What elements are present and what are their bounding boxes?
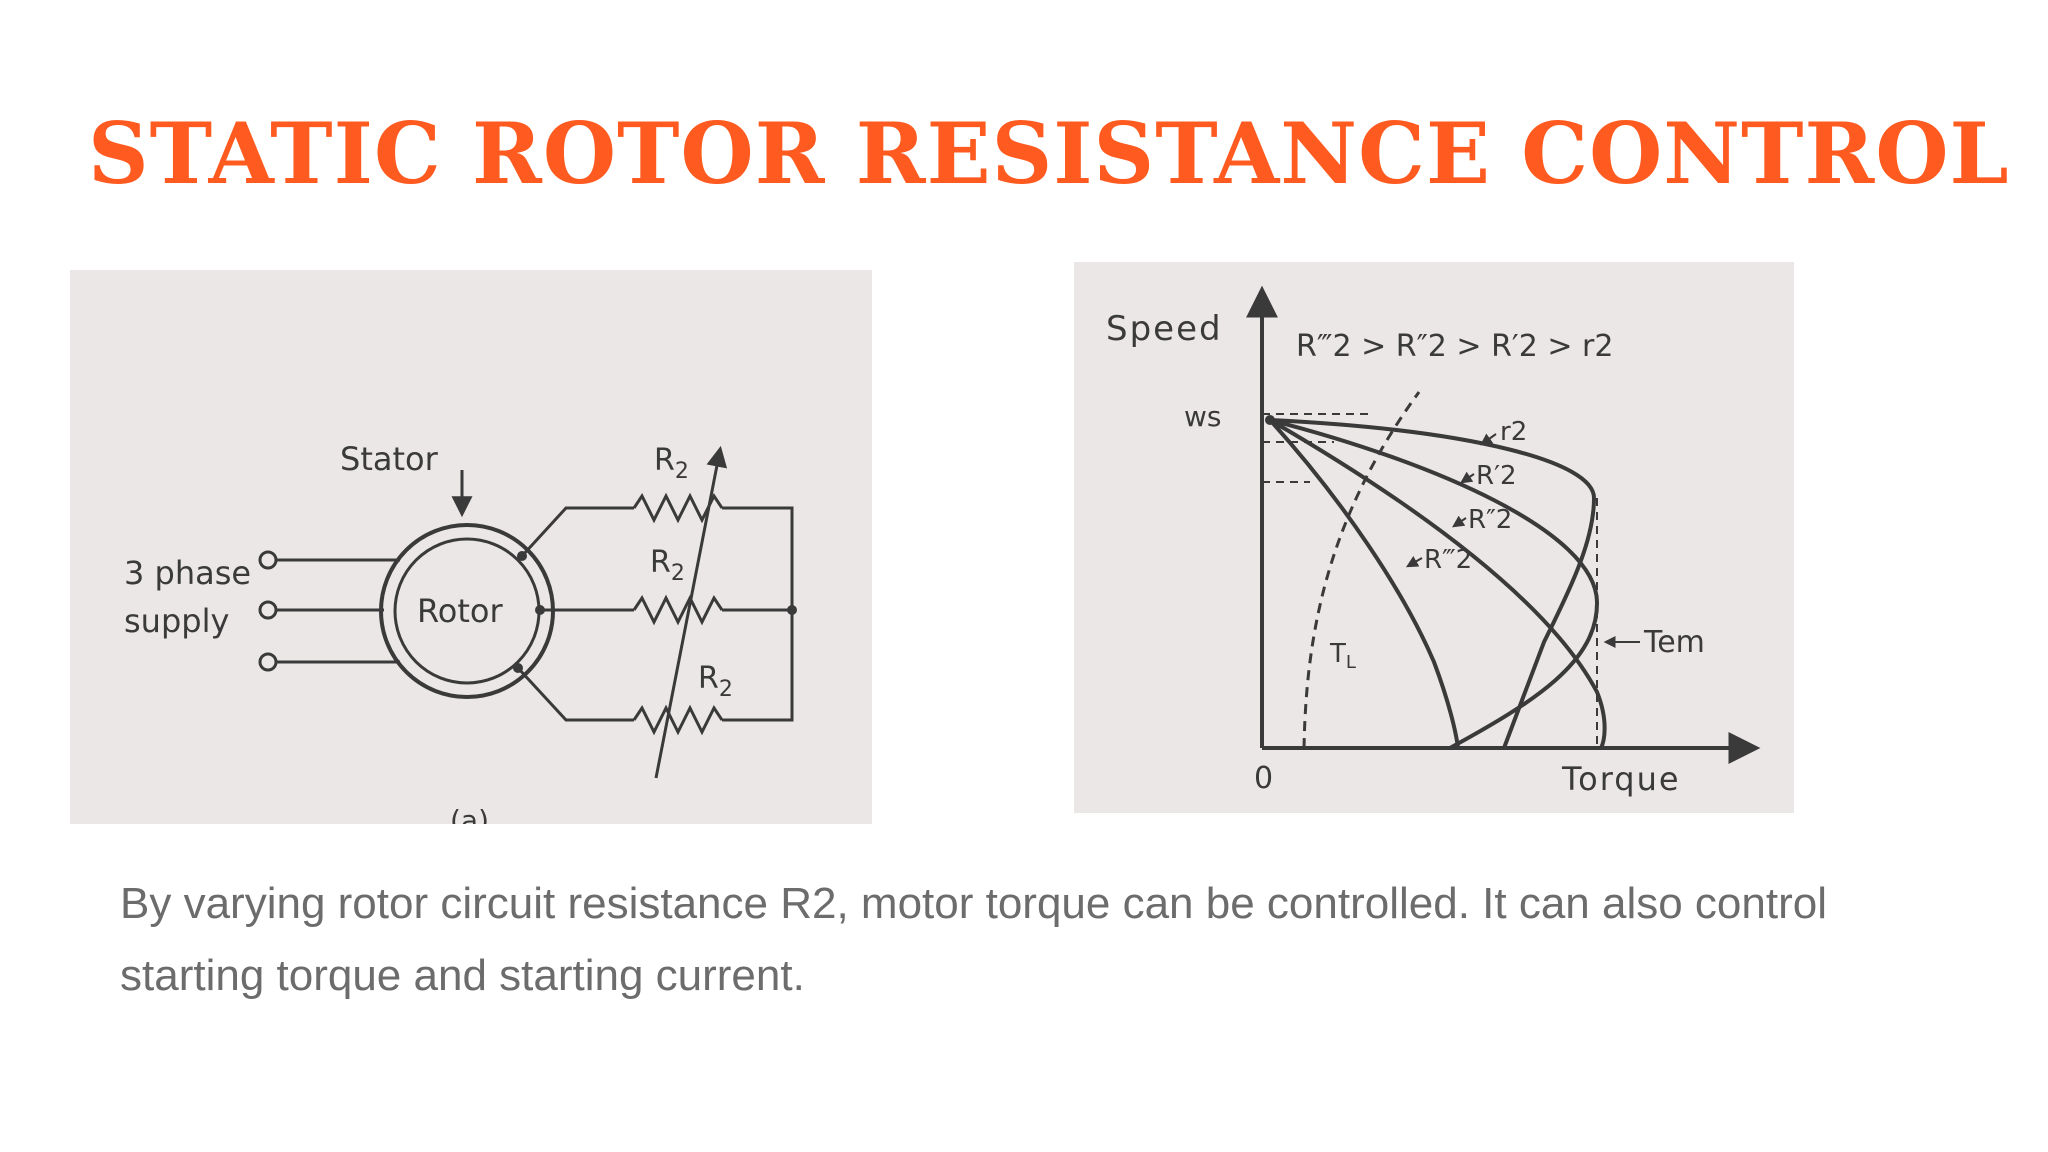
load-torque-curve <box>1302 391 1421 749</box>
rotor-resistance-circuit-diagram: Stator Rotor 3 phase supply R2 R2 R2 (a) <box>70 270 872 824</box>
rotor-label: Rotor <box>417 592 504 630</box>
slide-caption: By varying rotor circuit resistance R2, … <box>120 879 1827 1000</box>
torque-curve-R2-prime <box>1269 418 1600 750</box>
curve-label-arrow <box>1452 515 1467 528</box>
resistor-mid <box>632 594 724 626</box>
speed-torque-characteristics-diagram: Speed Torque 0 ws R‴2 > R″2 > R′2 > r2 T… <box>1074 262 1794 813</box>
curve-label-arrow <box>1460 471 1475 484</box>
resistor-label-top: R2 <box>654 443 689 484</box>
figure-tag: (a) <box>450 804 489 824</box>
supply-terminal <box>258 600 278 620</box>
supply-terminal <box>258 652 278 672</box>
synchronous-speed-point <box>1265 415 1275 425</box>
junction-dot <box>517 551 527 561</box>
torque-curve-r2 <box>1269 418 1597 749</box>
curve-label-R2-prime: R′2 <box>1476 461 1517 491</box>
curve-label-r2: r2 <box>1500 417 1527 447</box>
junction-dot <box>535 605 545 615</box>
junction-dot <box>787 605 797 615</box>
curve-label-arrow <box>1405 556 1423 568</box>
variable-resistance-arrow <box>654 445 728 779</box>
curve-label-R2-triple-prime: R‴2 <box>1424 545 1472 575</box>
load-torque-label: TL <box>1329 639 1356 673</box>
origin-label: 0 <box>1254 761 1273 796</box>
resistor-label-mid: R2 <box>650 545 685 586</box>
speed-axis-label: Speed <box>1106 309 1223 349</box>
junction-dot <box>513 663 523 673</box>
rotor-lead-bottom <box>516 666 634 722</box>
slide-title: STATIC ROTOR RESISTANCE CONTROL <box>88 104 2010 203</box>
torque-curve-R2-triple-prime <box>1268 418 1460 749</box>
supply-terminal <box>258 550 278 570</box>
stator-label: Stator <box>340 440 439 478</box>
curve-label-R2-double-prime: R″2 <box>1468 505 1512 535</box>
torque-curve-R2-double-prime <box>1268 418 1607 749</box>
resistor-bottom <box>632 704 724 736</box>
supply-label-line1: 3 phase <box>124 554 251 592</box>
sync-speed-label: ws <box>1184 400 1222 433</box>
curve-label-arrow <box>1480 433 1497 446</box>
inequality-label: R‴2 > R″2 > R′2 > r2 <box>1296 329 1613 364</box>
rotor-lead-top <box>520 506 634 558</box>
em-torque-label: Tem <box>1643 625 1705 660</box>
torque-axis-label: Torque <box>1561 760 1681 798</box>
supply-label-line2: supply <box>124 602 229 640</box>
resistor-label-bottom: R2 <box>698 661 733 702</box>
